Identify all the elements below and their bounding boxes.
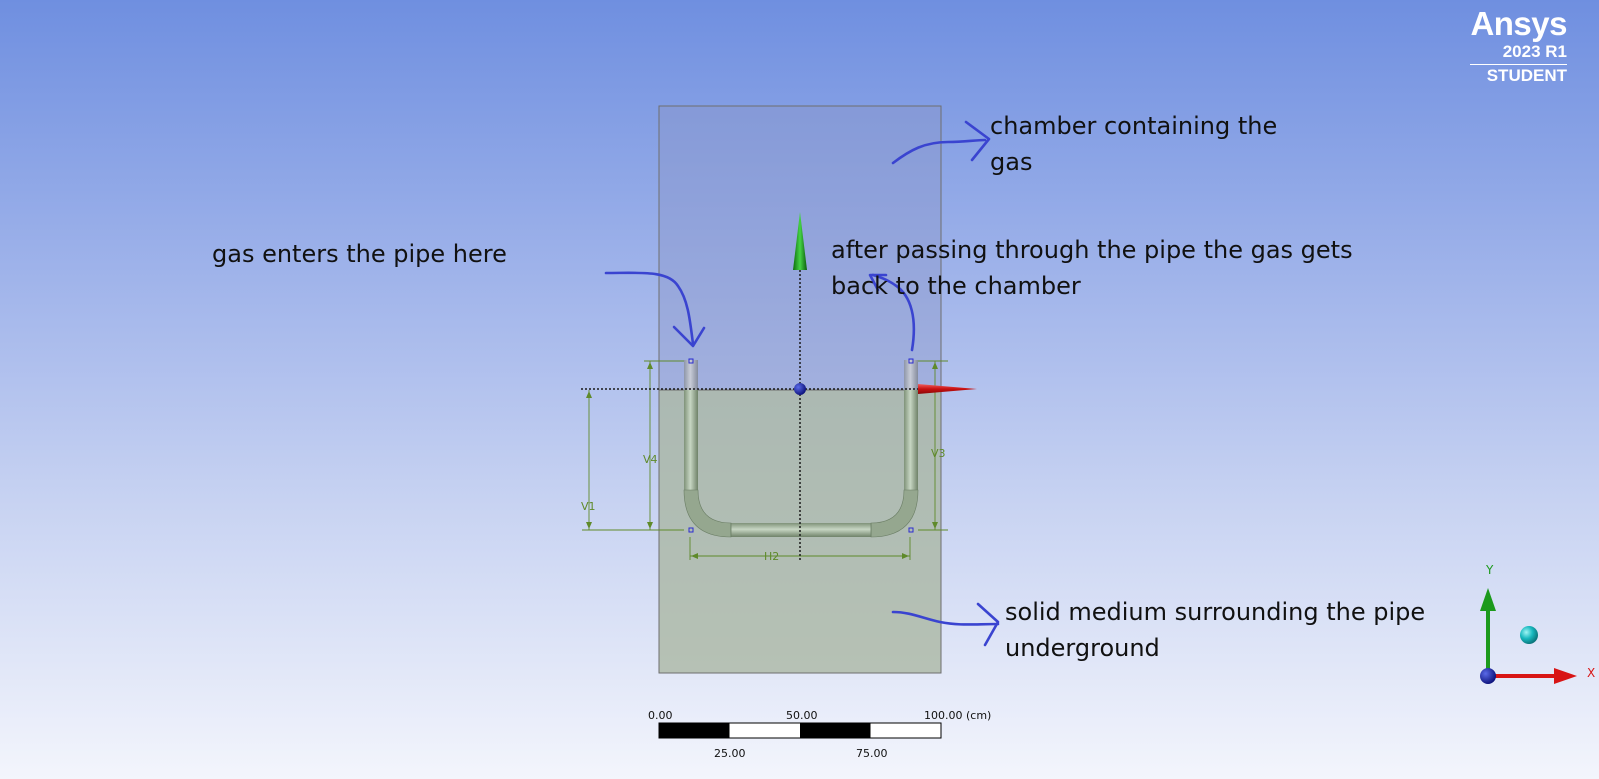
annotation-solid: solid medium surrounding the pipe undergr… — [1005, 594, 1425, 666]
dimension-label-v4[interactable]: V4 — [643, 453, 658, 466]
sketch-x-axis-cone — [918, 384, 977, 394]
triad-y-label: Y — [1485, 563, 1494, 577]
inlet-arrow-head — [672, 325, 706, 348]
chamber-arrow — [891, 138, 987, 165]
scale-label-75: 75.00 — [856, 747, 888, 760]
origin-point[interactable] — [794, 383, 806, 395]
scale-label-100: 100.00 (cm) — [924, 709, 991, 722]
sketch-y-axis-cone — [793, 212, 807, 270]
triad-y-arrowhead — [1480, 588, 1496, 611]
annotation-solid-line-2: underground — [1005, 634, 1160, 662]
scale-label-0: 0.00 — [648, 709, 673, 722]
scale-label-25: 25.00 — [714, 747, 746, 760]
vertex-marker[interactable] — [688, 527, 694, 533]
annotation-chamber-line-2: gas — [990, 148, 1033, 176]
logo-product-name: Ansys — [1470, 5, 1567, 42]
annotation-inlet: gas enters the pipe here — [212, 236, 507, 272]
inlet-arrow — [604, 271, 695, 346]
triad-x-label: X — [1587, 666, 1595, 680]
scale-bar: 0.00 50.00 100.00 (cm) 25.00 75.00 — [648, 709, 991, 760]
solid-arrow — [891, 610, 1000, 626]
scale-label-50: 50.00 — [786, 709, 818, 722]
outlet-arrow — [871, 273, 916, 352]
dimension-label-h2[interactable]: H2 — [764, 550, 779, 563]
triad-x-arrowhead — [1554, 668, 1577, 684]
annotation-chamber-line-1: chamber containing the — [990, 112, 1278, 140]
dimension-label-v3[interactable]: V3 — [931, 447, 946, 460]
coordinate-triad[interactable]: Y X — [1480, 563, 1595, 684]
annotation-solid-line-1: solid medium surrounding the pipe — [1005, 598, 1426, 626]
annotation-arrows — [604, 120, 1000, 647]
ansys-logo: Ansys 2023 R1 STUDENT — [1470, 6, 1567, 87]
annotation-chamber: chamber containing the gas — [990, 108, 1277, 180]
annotation-outlet-line-1: after passing through the pipe the gas g… — [831, 236, 1353, 264]
u-pipe[interactable] — [683, 360, 919, 538]
chamber-arrow-head — [964, 120, 991, 162]
vertex-marker[interactable] — [908, 527, 914, 533]
triad-z-axis-dot — [1480, 668, 1496, 684]
annotation-outlet-line-2: back to the chamber — [831, 272, 1081, 300]
dimension-arrowheads — [586, 362, 938, 559]
vertex-marker[interactable] — [688, 358, 694, 364]
logo-edition: STUDENT — [1486, 66, 1567, 85]
outlet-arrow-head — [868, 273, 888, 292]
annotation-inlet-line-1: gas enters the pipe here — [212, 240, 507, 268]
solid-arrow-head — [976, 602, 1000, 647]
logo-version: 2023 R1 — [1470, 42, 1567, 65]
dimension-label-v1[interactable]: V1 — [581, 500, 596, 513]
triad-isometric-sphere[interactable] — [1520, 626, 1538, 644]
dimension-labels[interactable]: V4 V1 V3 H2 — [581, 447, 946, 563]
vertex-marker[interactable] — [908, 358, 914, 364]
annotation-outlet: after passing through the pipe the gas g… — [831, 232, 1353, 304]
